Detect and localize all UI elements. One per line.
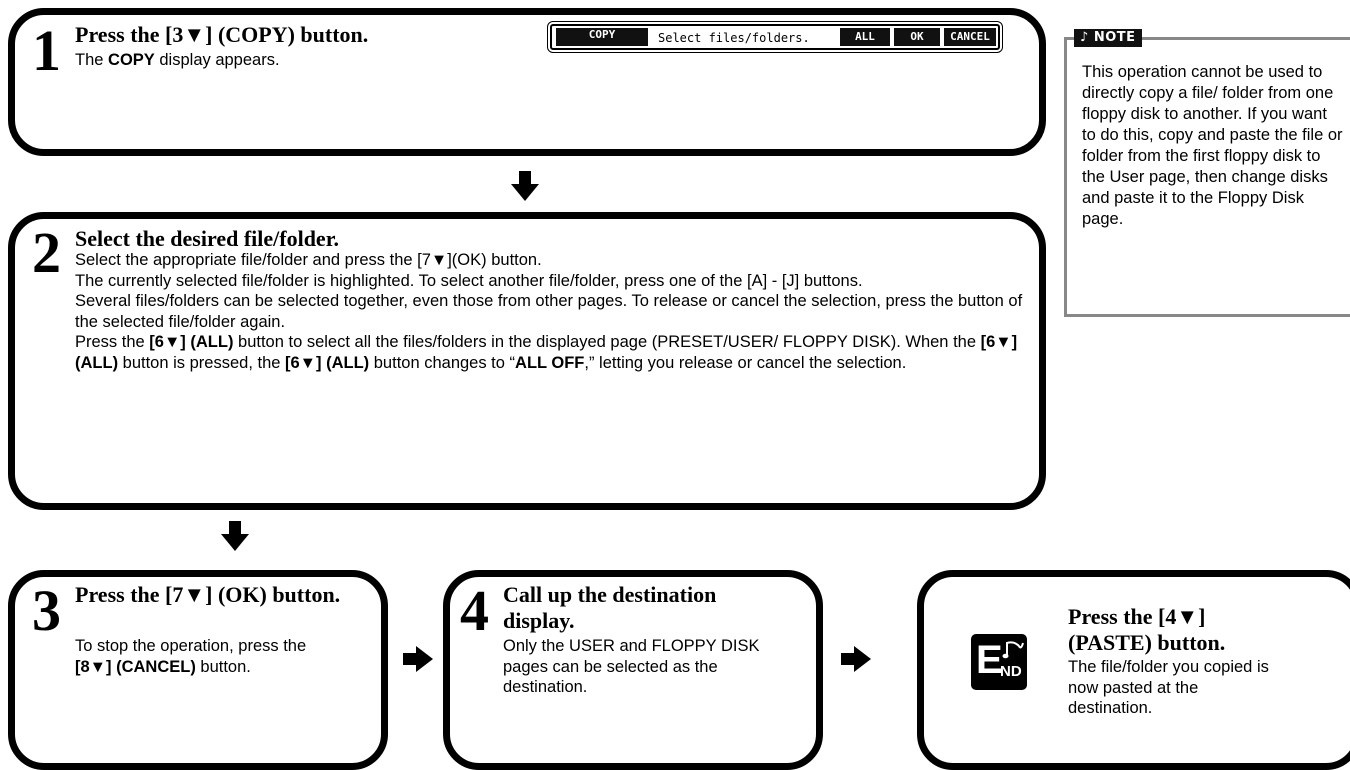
arrow-down-icon bbox=[221, 521, 249, 551]
step-2-box bbox=[8, 212, 1046, 510]
end-step-title: Press the [4▼] (PASTE) button. bbox=[1068, 604, 1226, 655]
step-2-title: Select the desired file/folder. bbox=[75, 226, 339, 251]
step-4-number: 4 bbox=[460, 578, 489, 643]
note-frame bbox=[1064, 37, 1350, 317]
arrow-right-icon bbox=[403, 646, 433, 672]
copy-display-screen: COPY Select files/folders. ALL OK CANCEL bbox=[547, 21, 1003, 53]
all-button[interactable]: ALL bbox=[840, 28, 890, 46]
cancel-button[interactable]: CANCEL bbox=[944, 28, 996, 46]
step-2-description: Select the appropriate file/folder and p… bbox=[75, 251, 1023, 372]
step-2-number: 2 bbox=[32, 220, 61, 285]
arrow-right-icon bbox=[841, 646, 871, 672]
arrow-down-icon bbox=[511, 171, 539, 201]
copy-tab-label: COPY bbox=[556, 28, 648, 46]
step-1-title: Press the [3▼] (COPY) button. bbox=[75, 22, 369, 47]
step-3-description: To stop the operation, press the [8▼] (C… bbox=[75, 637, 307, 676]
step-4-box bbox=[443, 570, 823, 770]
end-icon: E ND bbox=[971, 634, 1027, 690]
step-4-description: Only the USER and FLOPPY DISK pages can … bbox=[503, 637, 760, 696]
step-1-description: The COPY display appears. bbox=[75, 51, 280, 69]
copy-display-message: Select files/folders. bbox=[658, 31, 810, 45]
ok-button[interactable]: OK bbox=[894, 28, 940, 46]
end-step-description: The file/folder you copied is now pasted… bbox=[1068, 658, 1269, 717]
step-3-title: Press the [7▼] (OK) button. bbox=[75, 582, 341, 607]
step-4-title: Call up the destination display. bbox=[503, 582, 717, 633]
step-3-number: 3 bbox=[32, 578, 61, 643]
step-1-number: 1 bbox=[32, 18, 61, 83]
note-text: This operation cannot be used to directl… bbox=[1082, 63, 1343, 228]
music-note-icon bbox=[1002, 641, 1024, 659]
note-tag: ♪ NOTE bbox=[1074, 29, 1142, 47]
